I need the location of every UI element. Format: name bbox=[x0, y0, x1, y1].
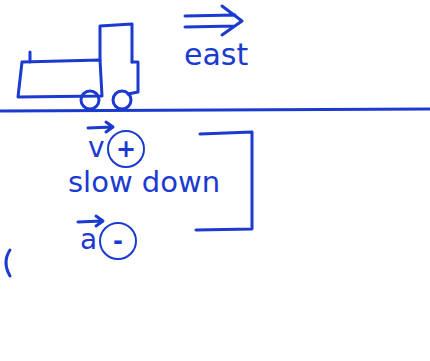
handwritten-label: a bbox=[80, 226, 97, 254]
wheel bbox=[81, 91, 99, 109]
edge-bracket bbox=[6, 250, 10, 276]
sign-text: - bbox=[113, 229, 123, 253]
wheel bbox=[113, 91, 131, 109]
direction-arrow bbox=[185, 6, 242, 35]
truck-bumper bbox=[128, 62, 138, 94]
truck-post bbox=[29, 52, 32, 62]
handwritten-label: east bbox=[184, 40, 248, 70]
truck-cab bbox=[100, 24, 132, 62]
ground-line bbox=[0, 109, 430, 111]
handwritten-label: v bbox=[88, 134, 105, 162]
sign-circle: - bbox=[99, 222, 137, 260]
handwritten-label: slow down bbox=[68, 168, 220, 197]
sign-circle: + bbox=[107, 130, 145, 168]
vector-arrow bbox=[88, 122, 113, 132]
sign-text: + bbox=[116, 137, 136, 161]
vector-arrow bbox=[78, 216, 103, 226]
